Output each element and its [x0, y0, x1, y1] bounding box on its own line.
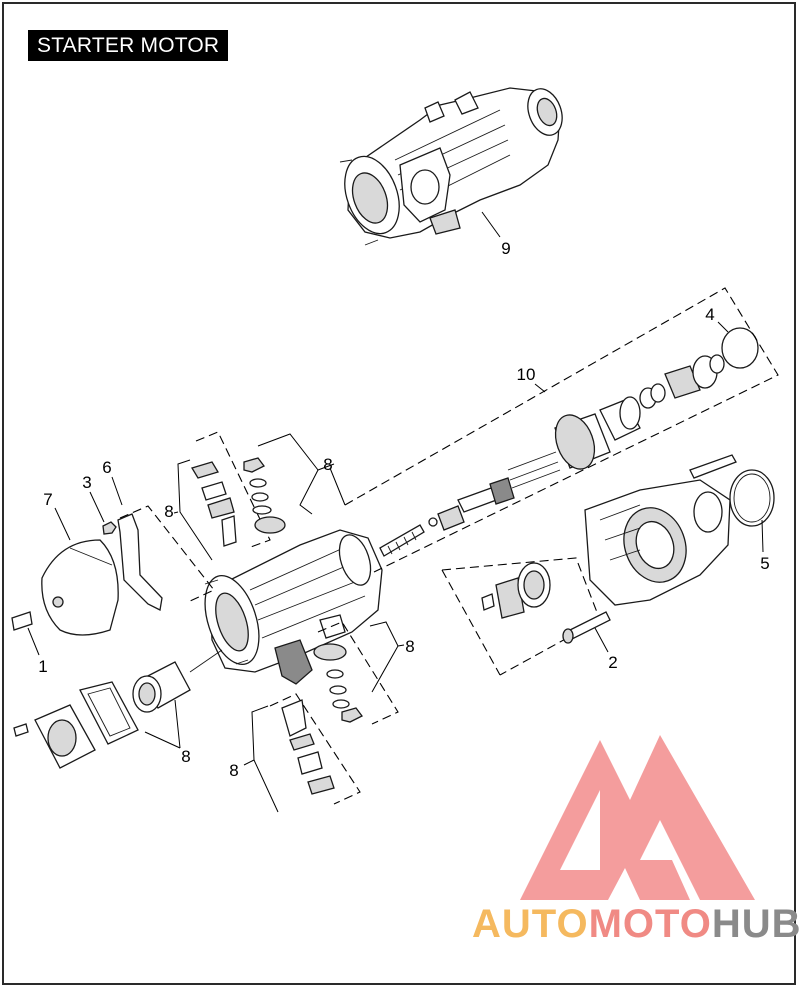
callout-10: 10 [517, 365, 536, 384]
callout-4: 4 [705, 305, 714, 324]
watermark-text: AUTOMOTOHUB [472, 902, 800, 947]
dashed-box-10 [344, 287, 779, 573]
brush-parts-b [243, 457, 286, 534]
callout-1: 1 [38, 657, 47, 676]
leader-lines [27, 321, 764, 813]
o-ring-4 [721, 327, 759, 369]
nut-3 [102, 521, 117, 535]
callout-labels: 1 2 3 4 5 6 7 8 8 8 8 8 9 10 [38, 239, 769, 780]
end-cover [41, 539, 119, 636]
dashed-box-gear [441, 557, 601, 676]
armature-shaft [379, 396, 641, 557]
callout-3: 3 [82, 473, 91, 492]
callout-8-mid-right: 8 [405, 637, 414, 656]
screw-1 [11, 611, 33, 631]
callout-7: 7 [43, 490, 52, 509]
callout-8-top-right: 8 [323, 455, 332, 474]
dashed-group-brush-a [195, 431, 271, 549]
idler-gear-cluster [481, 562, 551, 619]
watermark-auto: AUTO [472, 902, 589, 946]
callout-8-bottom-left: 8 [229, 761, 238, 780]
assembled-starter-motor [339, 87, 563, 246]
diagram-title: STARTER MOTOR [28, 30, 229, 61]
callout-5: 5 [760, 554, 769, 573]
brush-parts-c [313, 643, 363, 723]
bracket-6 [117, 513, 163, 611]
callout-8-lower-mid: 8 [181, 747, 190, 766]
solenoid-gasket [79, 681, 139, 745]
drive-housing [584, 454, 737, 606]
armature-gear-end [639, 354, 725, 409]
callout-9: 9 [501, 239, 510, 258]
callout-8-top-left: 8 [164, 502, 173, 521]
brush-parts-a [191, 461, 237, 547]
callout-2: 2 [608, 653, 617, 672]
dashed-group-brush-c [317, 621, 399, 725]
triangle-logo-icon [520, 735, 755, 900]
solenoid-cover [13, 704, 96, 769]
o-ring-5 [729, 469, 775, 527]
starter-housing [204, 529, 383, 685]
dashed-group-brush-d [269, 693, 361, 805]
watermark-hub: HUB [711, 902, 800, 946]
dashed-group-bracket [119, 505, 215, 603]
watermark-moto: MOTO [588, 902, 712, 946]
leader-line-9 [481, 211, 501, 238]
brush-parts-d [281, 699, 335, 795]
solenoid-plunger [132, 649, 223, 713]
callout-6: 6 [102, 458, 111, 477]
